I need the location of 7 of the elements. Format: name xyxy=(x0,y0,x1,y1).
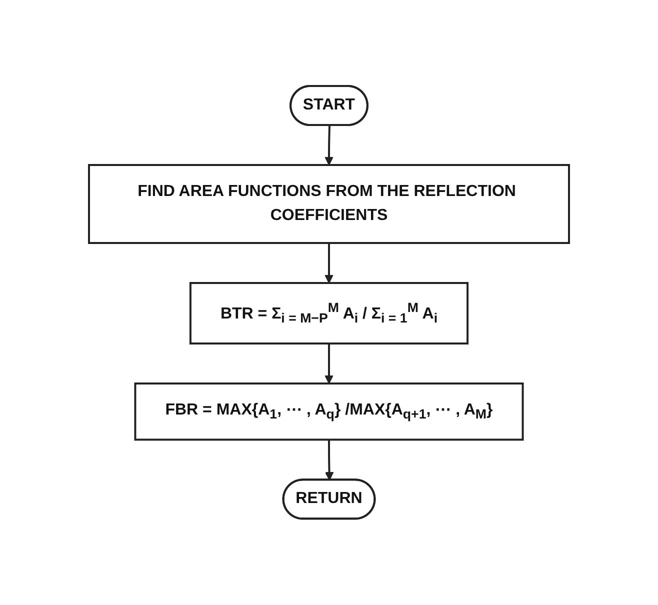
node-box: BTR = Σ$_{i = M−P}$$^{M}$ A$_{i}$ / Σ$_{i = 1}$$^{M}$ A$_{i}$ xyxy=(189,282,469,345)
node-box: FBR = MAX{A$_{1}$, ⋯ , A$_{q}$} /MAX{A$_{q+1}$, ⋯ , A$_{M}$} xyxy=(134,382,524,441)
arrow xyxy=(324,344,334,384)
arrow xyxy=(324,243,334,284)
node-box: FIND AREA FUNCTIONS FROM THE REFLECTION COEFFICIENTS xyxy=(88,164,570,244)
arrow xyxy=(324,440,334,481)
arrow xyxy=(324,126,334,166)
